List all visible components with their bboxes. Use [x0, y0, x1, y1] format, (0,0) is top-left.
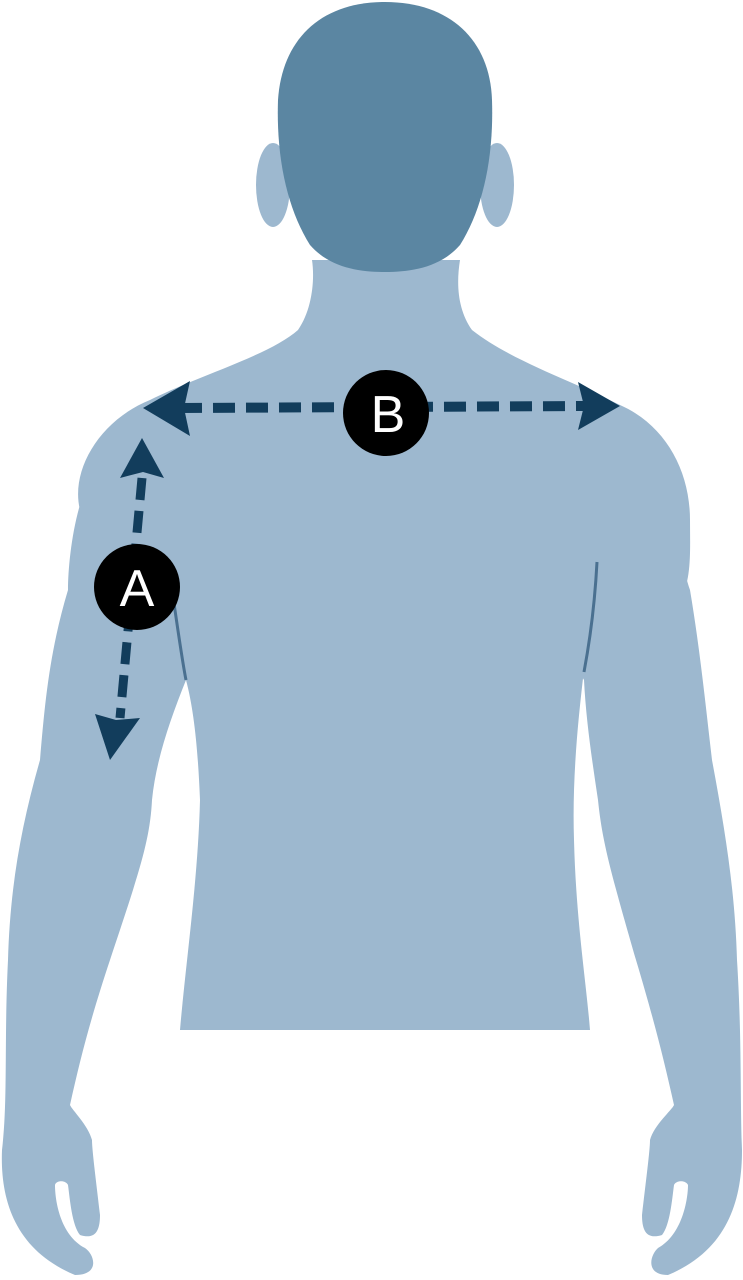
right-ear: [480, 143, 514, 227]
shoulder-arrow-left-head: [143, 381, 190, 436]
label-badge-b: B: [343, 370, 429, 456]
arm-arrow-bottom-head: [95, 714, 140, 760]
shoulder-arrow-right-head: [578, 382, 620, 430]
left-arm: [1, 470, 200, 1275]
left-ear: [256, 143, 290, 227]
right-armpit-line: [582, 561, 599, 673]
badge-a-circle: [94, 544, 180, 630]
badge-b-text: B: [371, 386, 406, 444]
badge-b-circle: [343, 370, 429, 456]
label-badge-a: A: [94, 544, 180, 630]
badge-a-text: A: [120, 560, 155, 618]
torso: [78, 260, 691, 1030]
head: [277, 2, 493, 272]
arm-arrow-top-head: [120, 438, 164, 478]
right-arm: [560, 470, 742, 1275]
